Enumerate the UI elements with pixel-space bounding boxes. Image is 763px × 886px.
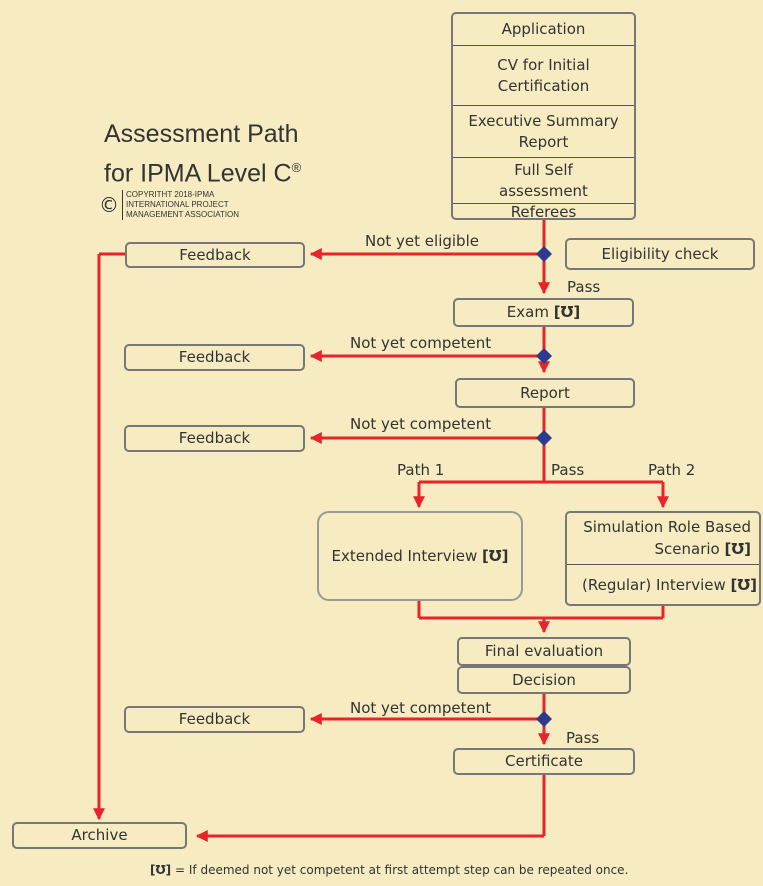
regular-interview-label: (Regular) Interview	[581, 575, 726, 594]
decision-box: Decision	[457, 666, 631, 694]
repeat-icon: [Ʊ]	[553, 303, 581, 322]
eligibility-check-box: Eligibility check	[565, 238, 755, 270]
executive-summary-report: Executive Summary Report	[453, 106, 634, 158]
repeat-icon: [Ʊ]	[150, 863, 172, 877]
simulation-role-based-scenario: Simulation Role Based Scenario [Ʊ]	[567, 513, 759, 565]
regular-interview: (Regular) Interview [Ʊ]	[567, 565, 759, 605]
simulation-label: Simulation Role Based Scenario	[583, 518, 751, 558]
label-not-yet-competent-2: Not yet competent	[350, 415, 492, 433]
extended-interview-box: Extended Interview [Ʊ]	[317, 511, 523, 601]
decision-diamond-exam	[536, 348, 552, 364]
exam-box: Exam [Ʊ]	[453, 298, 634, 327]
feedback-box-1: Feedback	[125, 242, 305, 268]
full-self-assessment: Full Self assessment	[453, 158, 634, 204]
extended-interview-label: Extended Interview	[331, 546, 478, 565]
exam-label: Exam	[506, 303, 549, 322]
label-path-2: Path 2	[648, 461, 696, 479]
registered-mark: ®	[291, 160, 302, 175]
report-box: Report	[455, 378, 635, 408]
final-evaluation-box: Final evaluation	[457, 637, 631, 666]
decision-diamond-eligibility	[536, 246, 552, 262]
feedback-box-2: Feedback	[124, 344, 305, 371]
decision-diamond-final	[536, 711, 552, 727]
label-not-yet-competent-3: Not yet competent	[350, 699, 492, 717]
footnote-text: = If deemed not yet competent at first a…	[175, 863, 629, 877]
repeat-icon: [Ʊ]	[724, 539, 751, 558]
feedback-box-4: Feedback	[124, 706, 305, 733]
repeat-icon: [Ʊ]	[482, 546, 509, 565]
application-header: Application	[453, 14, 634, 46]
copyright-line-2: INTERNATIONAL PROJECT	[126, 200, 229, 209]
diagram-title: Assessment Path for IPMA Level C®	[104, 118, 301, 190]
footnote: [Ʊ] = If deemed not yet competent at fir…	[150, 863, 628, 877]
simulation-stack: Simulation Role Based Scenario [Ʊ] (Regu…	[565, 511, 761, 606]
title-line-2: for IPMA Level C	[104, 159, 292, 188]
label-pass-report: Pass	[551, 461, 585, 479]
copyright-line-1: COPYRITHT 2018-IPMA	[126, 190, 215, 199]
certificate-box: Certificate	[453, 748, 635, 775]
feedback-box-3: Feedback	[124, 425, 305, 452]
title-line-1: Assessment Path	[104, 120, 299, 148]
copyright-icon: ©	[99, 193, 119, 217]
label-pass-exam: Pass	[567, 278, 601, 296]
copyright-line-3: MANAGEMENT ASSOCIATION	[126, 210, 240, 219]
label-pass-final: Pass	[566, 729, 600, 747]
cv-initial-certification: CV for Initial Certification	[453, 46, 634, 106]
referees: Referees	[510, 202, 577, 221]
label-path-1: Path 1	[397, 461, 445, 479]
copyright-notice: © COPYRITHT 2018-IPMA INTERNATIONAL PROJ…	[99, 190, 239, 220]
label-not-yet-competent-1: Not yet competent	[350, 334, 492, 352]
repeat-icon: [Ʊ]	[730, 575, 757, 594]
archive-box: Archive	[12, 822, 187, 849]
decision-diamond-report	[536, 430, 552, 446]
label-not-yet-eligible: Not yet eligible	[365, 232, 479, 250]
application-box: Application CV for Initial Certification…	[451, 12, 636, 221]
